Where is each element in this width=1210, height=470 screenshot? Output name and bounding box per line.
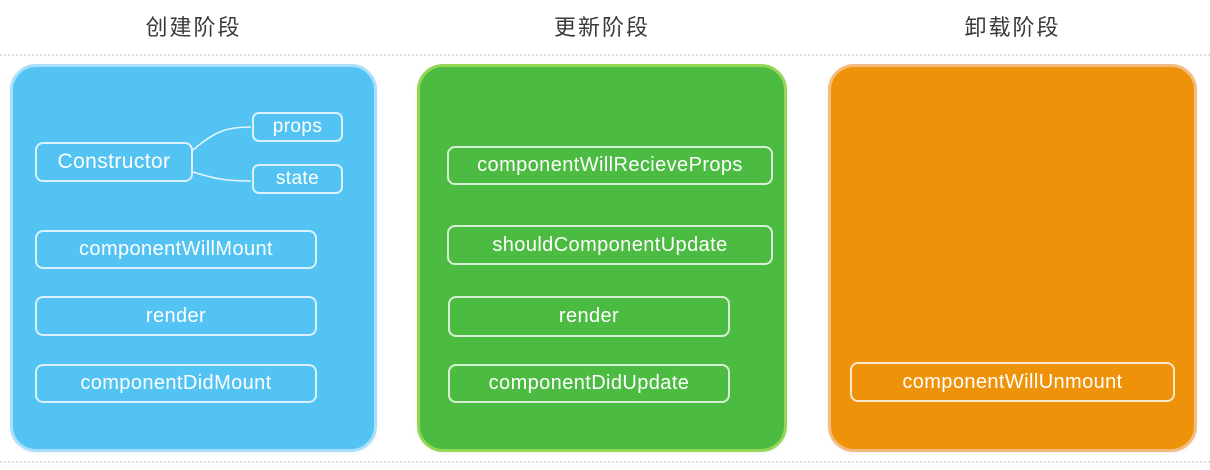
node-component-did-update: componentDidUpdate [448, 364, 730, 403]
node-component-did-mount: componentDidMount [35, 364, 317, 403]
node-component-will-mount: componentWillMount [35, 230, 317, 269]
update-phase-panel: componentWillRecieveProps shouldComponen… [417, 64, 787, 452]
dotted-guide-bottom [0, 461, 1210, 463]
unmount-phase-panel: componentWillUnmount [828, 64, 1197, 452]
node-component-will-recieve-props: componentWillRecieveProps [447, 146, 773, 185]
node-should-component-update: shouldComponentUpdate [447, 225, 773, 265]
dotted-guide-top [0, 54, 1210, 56]
phase-title-unmount: 卸载阶段 [964, 15, 1061, 40]
node-render-update: render [448, 296, 730, 337]
node-props: props [252, 112, 343, 142]
creation-phase-panel: Constructor props state componentWillMou… [10, 64, 377, 452]
node-constructor: Constructor [35, 142, 193, 182]
node-render-creation: render [35, 296, 317, 336]
phase-title-creation: 创建阶段 [145, 15, 242, 40]
node-state: state [252, 164, 343, 194]
phase-title-update: 更新阶段 [553, 15, 650, 40]
node-component-will-unmount: componentWillUnmount [850, 362, 1175, 402]
